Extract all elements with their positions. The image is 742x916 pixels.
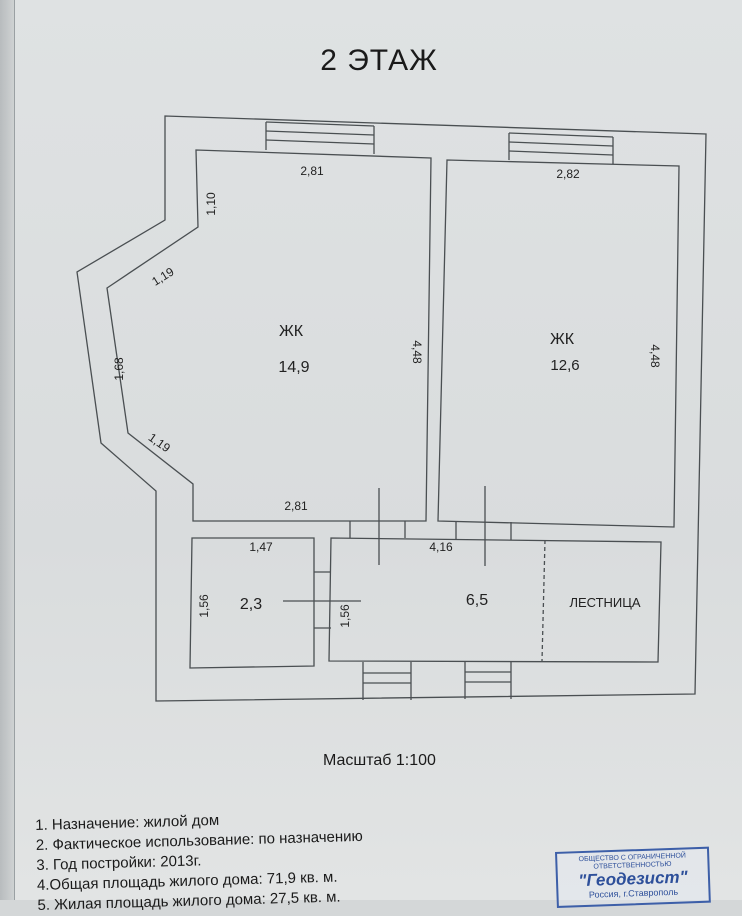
dim-room1-diag-upper: 1,10: [204, 192, 218, 216]
room-1-outline: [106, 149, 432, 522]
door-room2-hall: [455, 486, 512, 566]
dim-room4-left: 1,56: [338, 604, 352, 628]
floor-plan-drawing: ЖК 14,9 ЖК 12,6 2,3 6,5 ЛЕСТНИЦА 2,81 2,…: [76, 115, 707, 702]
room-3-area: 2,3: [240, 596, 262, 613]
page-binding-edge: [0, 0, 14, 900]
room-2-type: ЖК: [550, 331, 575, 348]
dim-room1-top: 2,81: [300, 164, 324, 178]
dim-room2-top: 2,82: [556, 167, 580, 181]
room-2-area: 12,6: [550, 357, 579, 374]
window-bottom-right: [464, 662, 512, 699]
stairs-label: ЛЕСТНИЦА: [569, 595, 640, 610]
stairs-divider: [541, 539, 546, 662]
dim-room3-top: 1,47: [249, 540, 273, 554]
room-4-outline: [328, 537, 662, 663]
dim-room2-right: 4,48: [648, 344, 662, 368]
dim-room1-left: 1,68: [112, 357, 126, 381]
company-stamp: ОБЩЕСТВО С ОГРАНИЧЕННОЙ ОТВЕТСТВЕННОСТЬЮ…: [555, 846, 711, 908]
outer-wall: [76, 115, 707, 702]
room-1-type: ЖК: [279, 323, 304, 340]
dim-room1-diag-lower: 1,19: [146, 430, 173, 455]
dim-room1-bottom: 2,81: [284, 499, 308, 513]
room-2-outline: [437, 159, 680, 528]
door-room3-hall: [283, 571, 361, 629]
floor-plan-sheet: 2 ЭТАЖ: [14, 0, 742, 914]
door-room1-hall: [349, 488, 406, 565]
floor-title: 2 ЭТАЖ: [320, 44, 438, 77]
room-3-outline: [189, 537, 315, 669]
dim-room1-right: 4,48: [410, 340, 424, 364]
window-top-right: [508, 132, 614, 164]
window-bottom-left: [362, 662, 412, 700]
room-1-area: 14,9: [278, 359, 309, 376]
window-top-left: [265, 121, 375, 154]
dim-room4-top: 4,16: [429, 540, 453, 554]
scale-label: Масштаб 1:100: [323, 752, 436, 769]
dim-room1-diag-mid: 1,19: [149, 264, 177, 288]
dim-room3-left: 1,56: [197, 594, 211, 618]
room-4-area: 6,5: [466, 592, 488, 609]
